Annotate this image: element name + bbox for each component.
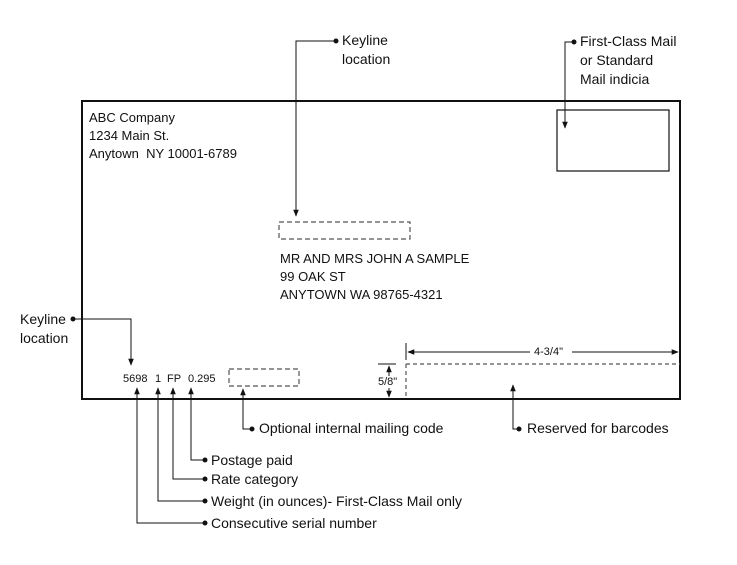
weight-leader: [155, 387, 205, 502]
delivery-address-line-1: MR AND MRS JOHN A SAMPLE: [280, 251, 470, 266]
keyline-postage: 0.295: [188, 373, 216, 385]
indicia-label-2: or Standard: [580, 52, 654, 68]
return-address-line-2: 1234 Main St.: [89, 128, 170, 143]
optional-code-leader: [240, 388, 252, 430]
rate-category-label: Rate category: [211, 471, 299, 487]
postage-paid-label: Postage paid: [211, 452, 293, 468]
indicia-leader: [562, 41, 574, 129]
optional-code-label: Optional internal mailing code: [259, 420, 444, 436]
postage-leader: [188, 387, 205, 461]
indicia-box: [556, 109, 670, 172]
indicia-label-1: First-Class Mail: [580, 33, 677, 49]
keyline-left-label-1: Keyline: [20, 311, 66, 327]
barcode-leader: [510, 384, 519, 430]
dimension-height-label: 5/8": [378, 376, 398, 388]
envelope-outline: [81, 100, 681, 400]
keyline-box-top: [278, 221, 411, 240]
keyline-weight: 1: [155, 373, 162, 385]
serial-label: Consecutive serial number: [211, 515, 377, 531]
keyline-rate: FP: [167, 373, 182, 385]
rate-leader: [170, 387, 205, 480]
keyline-top-leader: [293, 40, 336, 217]
delivery-address-line-3: ANYTOWN WA 98765-4321: [280, 287, 443, 302]
return-address-line-3: Anytown NY 10001-6789: [89, 146, 237, 161]
keyline-top-label-2: location: [342, 51, 391, 67]
keyline-left-leader: [73, 318, 134, 366]
optional-code-box: [228, 368, 300, 387]
keyline-serial: 5698: [123, 373, 148, 385]
reserved-barcodes-label: Reserved for barcodes: [527, 420, 669, 436]
serial-leader: [134, 387, 205, 524]
weight-label: Weight (in ounces)- First-Class Mail onl…: [211, 493, 463, 509]
return-address-line-1: ABC Company: [89, 110, 175, 125]
indicia-label-3: Mail indicia: [580, 71, 650, 87]
keyline-top-label-1: Keyline: [342, 32, 388, 48]
dimension-width-label: 4-3/4": [534, 346, 563, 358]
delivery-address-line-2: 99 OAK ST: [280, 269, 346, 284]
keyline-left-label-2: location: [20, 330, 69, 346]
